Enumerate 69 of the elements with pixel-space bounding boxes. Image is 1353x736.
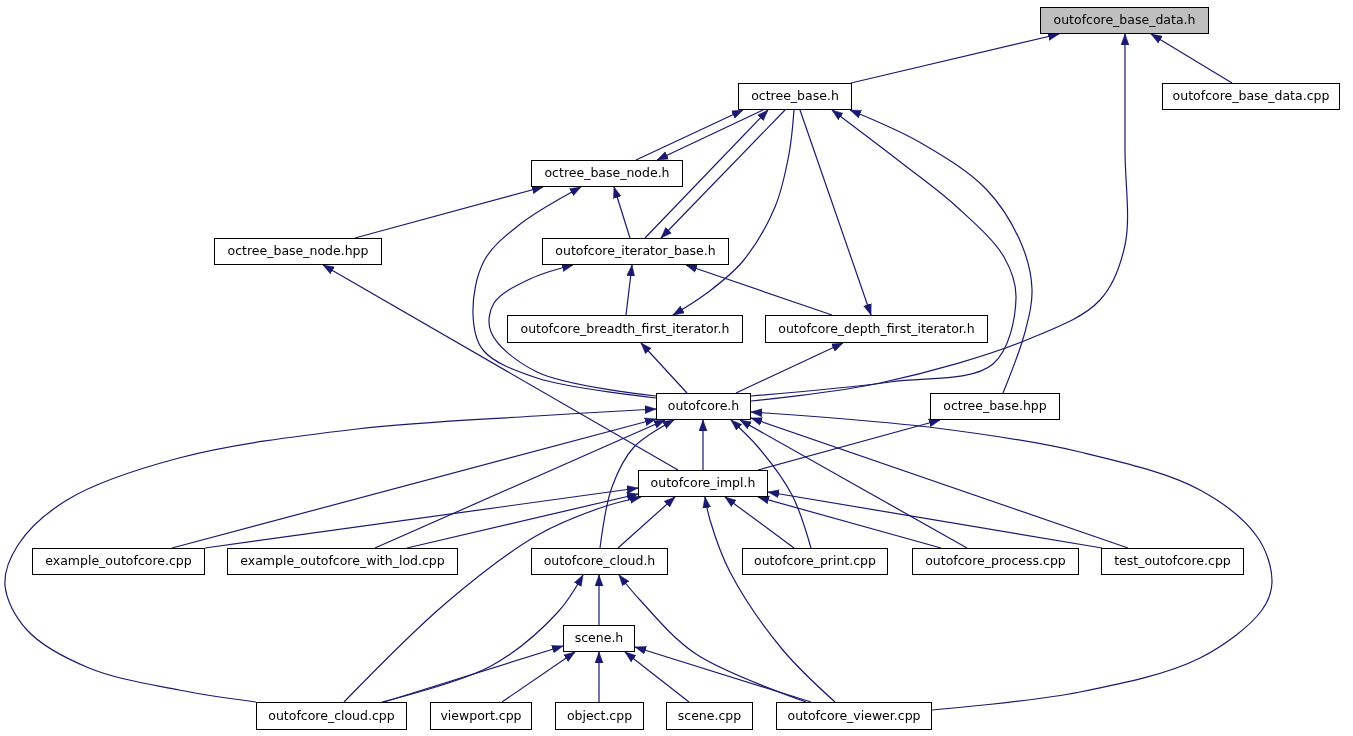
file-node: object.cpp [555, 702, 644, 730]
include-arrow [739, 419, 968, 549]
file-node: scene.cpp [666, 702, 753, 730]
include-arrow [594, 651, 604, 703]
file-node: scene.h [563, 625, 635, 652]
file-node: outofcore_viewer.cpp [776, 702, 932, 730]
include-arrow [618, 574, 807, 703]
file-node: example_outofcore.cpp [32, 548, 205, 575]
file-node: outofcore_base_data.h [1040, 7, 1209, 34]
include-arrow [757, 495, 942, 549]
include-arrow [613, 186, 631, 239]
include-arrow [204, 485, 639, 549]
include-arrow [702, 496, 836, 703]
include-arrow [750, 109, 1017, 397]
file-node: outofcore_cloud.h [531, 548, 668, 575]
include-arrow [698, 419, 708, 471]
include-arrow [656, 109, 764, 161]
file-node: outofcore.h [656, 393, 751, 420]
include-arrow [594, 574, 604, 626]
include-arrow [634, 646, 812, 703]
include-arrow [4, 405, 657, 703]
include-arrow [171, 417, 657, 549]
include-arrow [381, 574, 584, 703]
include-arrow [640, 342, 688, 394]
include-arrow [383, 645, 564, 703]
file-node: viewport.cpp [430, 702, 532, 730]
include-arrow [644, 109, 769, 239]
file-node: outofcore_cloud.cpp [256, 702, 407, 730]
file-node: test_outofcore.cpp [1101, 548, 1244, 575]
include-arrow [501, 651, 576, 703]
include-arrow [767, 489, 1103, 549]
include-arrow [322, 264, 679, 471]
include-arrow [374, 419, 666, 549]
include-arrow [617, 496, 676, 549]
include-arrow [750, 33, 1130, 402]
include-arrow [488, 263, 657, 397]
include-arrow [635, 109, 744, 161]
file-node: outofcore_process.cpp [912, 548, 1079, 575]
file-node: outofcore_print.cpp [742, 548, 888, 575]
include-arrow [472, 186, 657, 399]
file-node: octree_base_node.hpp [214, 238, 382, 265]
include-arrow [850, 32, 1060, 84]
include-arrow [724, 496, 795, 549]
file-node: octree_base.hpp [930, 393, 1060, 420]
include-arrow [672, 109, 795, 316]
include-arrow [685, 264, 833, 316]
include-arrow [750, 408, 1273, 711]
include-arrow [343, 495, 642, 703]
include-arrow [735, 342, 844, 394]
file-node: outofcore_iterator_base.h [542, 238, 729, 265]
include-arrow [624, 651, 690, 703]
file-node: outofcore_base_data.cpp [1162, 83, 1340, 110]
include-arrow [599, 419, 675, 549]
file-node: octree_base_node.h [531, 160, 683, 187]
file-node: octree_base.h [738, 83, 852, 110]
include-arrow [660, 109, 786, 239]
include-arrow [625, 264, 635, 316]
include-arrow [757, 418, 941, 471]
include-arrow [849, 109, 1033, 394]
file-node: outofcore_breadth_first_iterator.h [507, 315, 743, 343]
include-arrow [406, 492, 639, 549]
include-arrow [354, 185, 544, 239]
include-arrow [730, 419, 812, 549]
include-arrow [799, 109, 872, 316]
file-node: example_outofcore_with_lod.cpp [227, 548, 458, 575]
file-node: outofcore_impl.h [638, 470, 768, 497]
include-arrow [750, 417, 1129, 549]
file-node: outofcore_depth_first_iterator.h [765, 315, 988, 343]
include-arrow [1150, 33, 1233, 84]
